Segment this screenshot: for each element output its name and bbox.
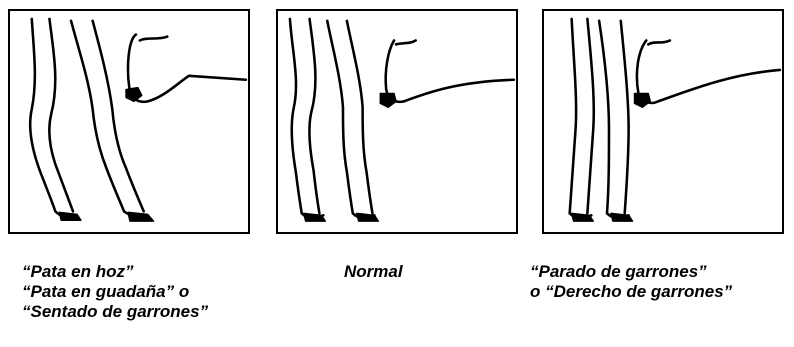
caption-normal: Normal [344,262,403,282]
caption-line: “Pata en hoz” [22,262,208,282]
caption-line: “Pata en guadaña” o [22,282,208,302]
cow-hind-leg-drawing [278,11,516,232]
caption-line: o “Derecho de garrones” [530,282,732,302]
caption-line: Normal [344,262,403,282]
normal-illustration [276,9,518,234]
post-legged-illustration [542,9,784,234]
caption-line: “Sentado de garrones” [22,302,208,322]
caption-line: “Parado de garrones” [530,262,732,282]
sickle-hocked-illustration [8,9,250,234]
caption-sickle-hocked: “Pata en hoz” “Pata en guadaña” o “Senta… [22,262,208,322]
caption-post-legged: “Parado de garrones” o “Derecho de garro… [530,262,732,302]
cow-hind-leg-drawing [544,11,782,232]
cow-hind-leg-drawing [10,11,248,232]
